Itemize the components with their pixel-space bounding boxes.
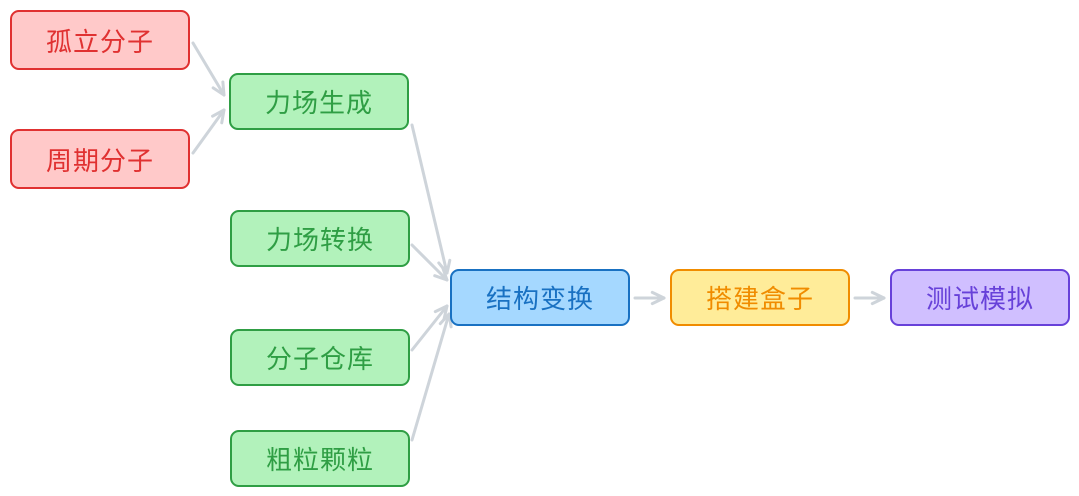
edge-molrepo-to-struct: [410, 304, 449, 352]
arrowhead-periodic-to-ffgen: [211, 108, 226, 125]
node-forcefield-generation: 力场生成: [229, 73, 409, 130]
node-periodic-molecule: 周期分子: [10, 129, 190, 189]
arrowhead-ffconv-to-struct: [433, 266, 449, 282]
node-test-simulation: 测试模拟: [890, 269, 1070, 326]
node-coarse-grained-beads: 粗粒颗粒: [230, 430, 410, 487]
edge-cg-to-struct: [410, 312, 451, 442]
edge-ffconv-to-struct: [410, 243, 449, 282]
edge-periodic-to-ffgen: [191, 108, 226, 155]
arrowhead-struct-to-box: [650, 290, 666, 306]
node-build-box: 搭建盒子: [670, 269, 850, 326]
arrowhead-isolated-to-ffgen: [211, 80, 226, 97]
arrowhead-ffgen-to-struct: [437, 258, 452, 275]
node-molecule-repository: 分子仓库: [230, 329, 410, 386]
arrowhead-cg-to-struct: [438, 312, 453, 329]
node-isolated-molecule: 孤立分子: [10, 10, 190, 70]
node-structure-transform: 结构变换: [450, 269, 630, 326]
edge-isolated-to-ffgen: [191, 41, 226, 97]
node-forcefield-conversion: 力场转换: [230, 210, 410, 267]
arrowhead-box-to-sim: [870, 290, 886, 306]
arrowhead-molrepo-to-struct: [433, 304, 449, 321]
edge-ffgen-to-struct: [410, 123, 449, 275]
